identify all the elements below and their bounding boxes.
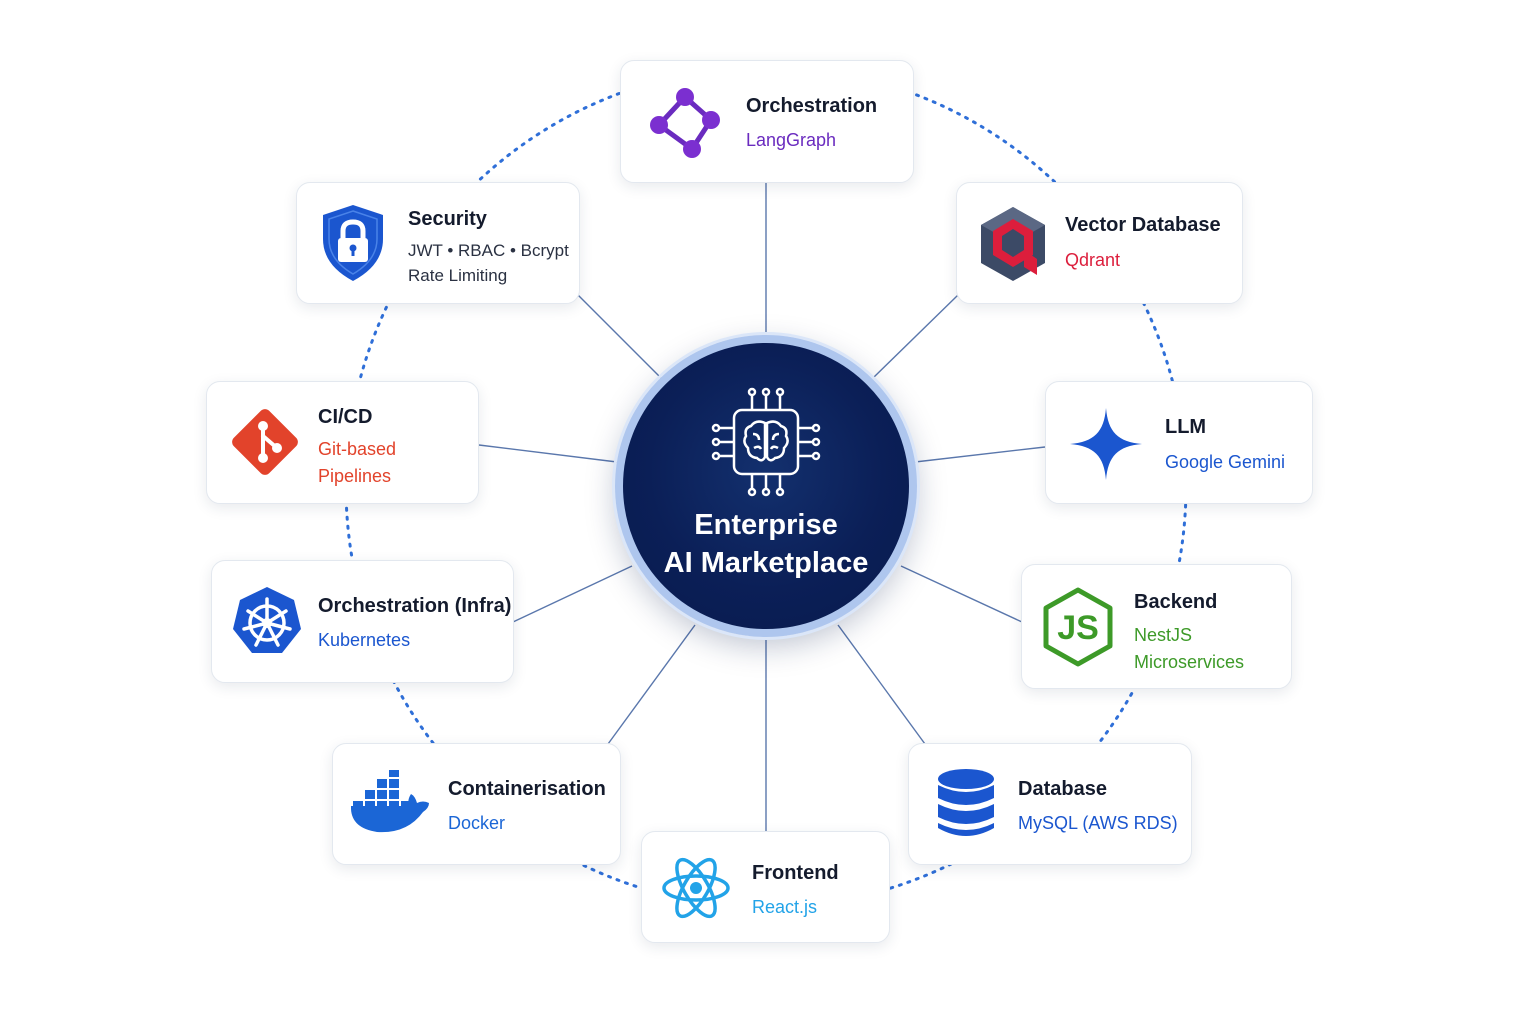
node-infra: Orchestration (Infra) Kubernetes	[211, 560, 514, 683]
connector-infra	[512, 565, 633, 623]
connector-cicd	[478, 444, 618, 463]
hub-title-line-2: AI Marketplace	[663, 547, 869, 579]
git-logo-icon	[232, 409, 298, 475]
node-title: Database	[1018, 778, 1107, 800]
node-security: Security JWT • RBAC • Bcrypt Rate Limiti…	[296, 182, 580, 304]
connector-backend	[900, 565, 1023, 623]
node-title: Backend	[1134, 591, 1218, 613]
node-llm: LLM Google Gemini	[1045, 381, 1313, 504]
graph-nodes-icon	[650, 88, 720, 158]
node-backend: JS Backend NestJS Microservices	[1021, 564, 1292, 689]
node-title: LLM	[1165, 416, 1207, 438]
gemini-star-icon	[1070, 408, 1142, 480]
node-title: Frontend	[752, 862, 839, 884]
node-subtitle-2: Rate Limiting	[408, 266, 508, 285]
kubernetes-wheel-icon	[233, 587, 301, 653]
react-atom-icon	[662, 857, 730, 919]
node-title: Vector Database	[1065, 214, 1221, 236]
node-subtitle: NestJS	[1134, 625, 1193, 645]
node-subtitle: JWT • RBAC • Bcrypt	[408, 241, 569, 260]
node-container: Containerisation Docker	[332, 743, 621, 865]
node-title: Containerisation	[448, 778, 606, 800]
node-title: CI/CD	[318, 406, 373, 428]
node-subtitle-2: Pipelines	[318, 466, 392, 486]
database-cylinder-icon	[938, 769, 994, 836]
svg-text:JS: JS	[1057, 609, 1099, 647]
connector-vector-db	[872, 294, 959, 379]
node-orchestration: Orchestration LangGraph	[620, 60, 914, 183]
hub-title: Enterprise AI Marketplace	[623, 506, 909, 582]
node-title: Orchestration (Infra)	[318, 595, 512, 617]
node-subtitle-2: Microservices	[1134, 652, 1245, 672]
docker-whale-icon	[351, 770, 429, 833]
node-cicd: CI/CD Git-based Pipelines	[206, 381, 479, 504]
shield-lock-icon	[323, 205, 383, 281]
node-subtitle: Git-based	[318, 439, 397, 459]
node-subtitle: Kubernetes	[318, 630, 411, 650]
brain-chip-icon	[711, 387, 821, 497]
connector-llm	[914, 446, 1046, 463]
node-frontend: Frontend React.js	[641, 831, 890, 943]
node-subtitle: LangGraph	[746, 130, 837, 150]
node-vector-db: Vector Database Qdrant	[956, 182, 1243, 304]
nodejs-hexagon-icon: JS	[1043, 587, 1113, 667]
node-subtitle: React.js	[752, 897, 818, 917]
hub-title-line-1: Enterprise	[694, 509, 838, 541]
node-database: Database MySQL (AWS RDS)	[908, 743, 1192, 865]
node-title: Orchestration	[746, 95, 878, 117]
node-subtitle: Google Gemini	[1165, 452, 1286, 472]
central-hub: Enterprise AI Marketplace	[615, 335, 917, 637]
qdrant-logo-icon	[981, 207, 1045, 281]
node-subtitle: Docker	[448, 813, 506, 833]
node-subtitle: MySQL (AWS RDS)	[1018, 813, 1178, 833]
node-title: Security	[408, 208, 487, 230]
connector-container	[607, 624, 696, 745]
node-subtitle: Qdrant	[1065, 250, 1121, 270]
connector-database	[837, 624, 926, 745]
connector-security	[577, 294, 662, 379]
